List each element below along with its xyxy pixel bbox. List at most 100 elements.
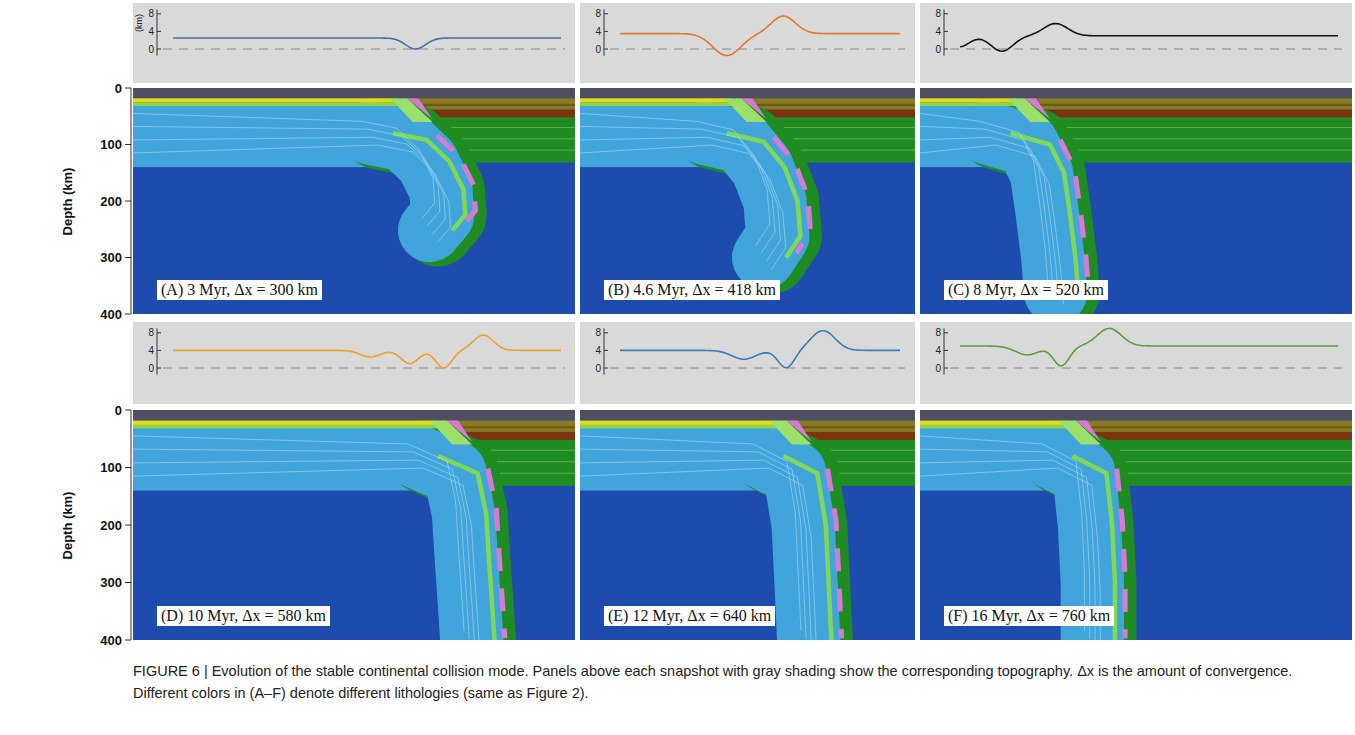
topography-curve — [620, 331, 900, 368]
layer-line — [766, 127, 915, 128]
layer-line — [580, 126, 775, 253]
tick-mark — [125, 467, 131, 468]
topo-tick-label: 4 — [148, 26, 154, 37]
layer-line — [580, 449, 806, 639]
slab-crust — [727, 133, 800, 257]
tick-mark — [125, 410, 131, 411]
continental-crust — [580, 425, 778, 428]
sediment — [920, 98, 1016, 103]
layer-line — [133, 449, 469, 639]
sediment — [920, 420, 1067, 425]
topo-tick-label: 0 — [935, 363, 941, 374]
sea-level — [610, 368, 905, 369]
model-snapshot — [133, 410, 891, 655]
wedge-crust — [741, 98, 766, 119]
topography-curve — [620, 16, 900, 56]
panel-label: (F) 16 Myr, Δx = 760 km — [944, 606, 1114, 626]
topo-tick-label: 8 — [935, 327, 941, 338]
wedge — [724, 98, 766, 122]
depth-axis — [131, 410, 132, 640]
layer-line — [1050, 150, 1352, 151]
panel-label: (A) 3 Myr, Δx = 300 km — [157, 280, 322, 300]
topo-tick-label: 0 — [935, 44, 941, 55]
panel-label: (D) 10 Myr, Δx = 580 km — [157, 606, 330, 626]
continental-crust — [133, 103, 399, 106]
topo-tick — [944, 368, 948, 369]
layer-line — [1101, 473, 1352, 474]
continental-crust — [920, 425, 1067, 428]
slab-crust — [438, 456, 495, 643]
tick-mark — [125, 314, 131, 315]
topo-tick — [157, 350, 161, 351]
layer-line — [920, 113, 1048, 280]
panel-label: (C) 8 Myr, Δx = 520 km — [944, 280, 1108, 300]
wedge-crust — [1075, 420, 1100, 441]
topo-tick-label: 8 — [595, 8, 601, 19]
upper-crust — [1070, 420, 1355, 432]
sea-level — [950, 368, 1342, 369]
depth-tick: 100 — [100, 137, 122, 152]
model-snapshot — [920, 88, 1355, 314]
continental-crust — [920, 103, 1016, 106]
depth-tick: 300 — [100, 250, 122, 265]
topography-panel — [133, 322, 575, 404]
model-snapshot — [920, 410, 1355, 655]
upper-crust — [1019, 98, 1355, 109]
slab-crust — [1010, 133, 1078, 292]
air-layer — [133, 410, 575, 420]
wedge-crust — [1025, 98, 1050, 119]
topo-tick — [944, 49, 948, 50]
topo-tick — [944, 350, 948, 351]
air-layer — [920, 410, 1352, 420]
subducted-crust — [437, 135, 475, 225]
tick-mark — [125, 257, 131, 258]
layer-line — [580, 113, 770, 245]
tick-mark — [125, 144, 131, 145]
air-layer — [133, 88, 575, 98]
depth-tick: 100 — [100, 460, 122, 475]
lower-crust — [1073, 432, 1355, 440]
air-layer — [920, 88, 1352, 98]
layer-line — [1101, 461, 1352, 462]
model-snapshot — [133, 88, 852, 314]
layer-line — [580, 137, 780, 261]
topography-panel — [920, 3, 1352, 83]
layer-line — [133, 436, 464, 631]
sea-level — [163, 368, 565, 369]
layer-line — [1050, 127, 1352, 128]
layer-line — [580, 436, 801, 631]
continental-crust — [133, 425, 438, 428]
panel-label: (E) 12 Myr, Δx = 640 km — [604, 606, 775, 626]
layer-line — [580, 460, 812, 647]
figure-caption: FIGURE 6 | Evolution of the stable conti… — [133, 660, 1333, 705]
axis-title: Depth (km) — [60, 167, 75, 235]
sea-level — [163, 49, 565, 50]
wedge — [390, 98, 432, 122]
topo-tick — [157, 368, 161, 369]
topo-tick-label: 8 — [148, 8, 154, 19]
layer-line — [1050, 138, 1352, 139]
depth-tick: 0 — [115, 81, 122, 96]
topography-panel — [580, 3, 915, 83]
layer-line — [1101, 450, 1352, 451]
mid-crust — [1019, 104, 1355, 106]
layer-line — [133, 468, 480, 655]
topography-curve — [173, 335, 561, 368]
topo-tick-label: 0 — [595, 363, 601, 374]
topography-curve — [960, 24, 1338, 52]
topo-tick — [604, 13, 608, 14]
axis-title: Depth (km) — [60, 491, 75, 559]
topography-curve — [173, 38, 561, 49]
wedge-crust — [447, 420, 472, 441]
air-layer — [580, 88, 915, 98]
depth-tick: 300 — [100, 575, 122, 590]
topography-panel — [133, 3, 575, 83]
topo-tick — [944, 13, 948, 14]
depth-tick: 200 — [100, 518, 122, 533]
topo-tick — [944, 332, 948, 333]
slab-crust — [393, 133, 465, 230]
topography-panel — [920, 322, 1352, 404]
depth-axis — [131, 88, 132, 314]
air-layer — [580, 410, 915, 420]
topo-tick — [157, 13, 161, 14]
